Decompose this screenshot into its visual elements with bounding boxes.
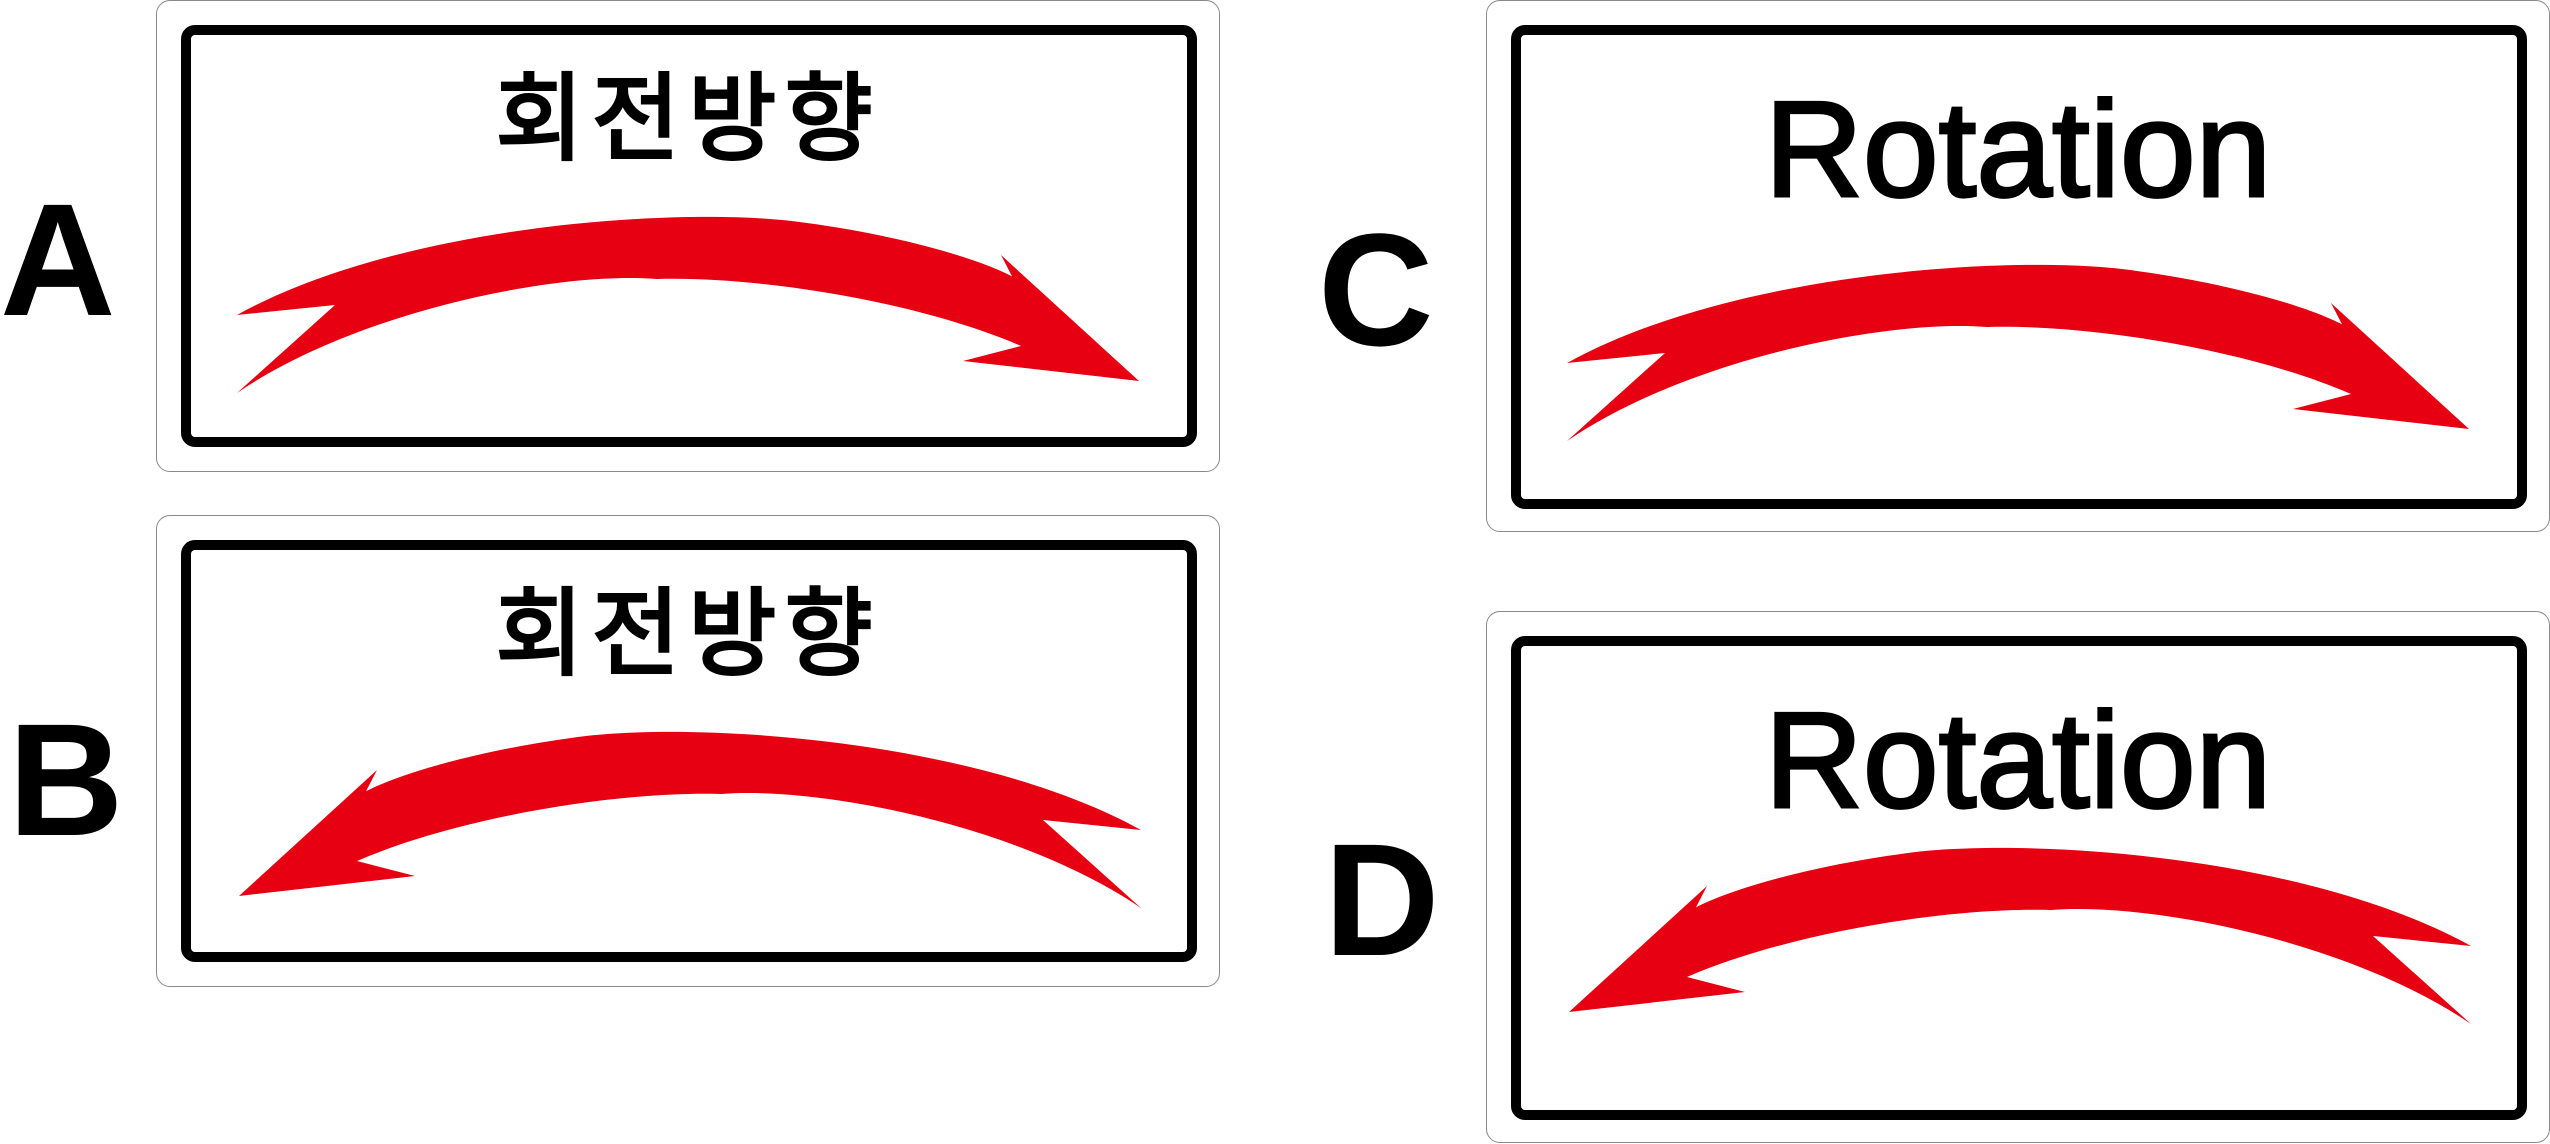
sign-a-arrow-right-icon xyxy=(237,216,1139,393)
option-label-d: D xyxy=(1324,810,1440,989)
option-label-b: B xyxy=(8,690,124,869)
sign-b-arrow-left-icon xyxy=(239,731,1141,908)
sign-b-title: 회전방향 xyxy=(495,578,881,690)
option-label-c: C xyxy=(1318,200,1434,379)
sign-d: Rotation xyxy=(1486,611,2550,1143)
sign-d-arrow-left-icon xyxy=(1569,847,2471,1024)
sign-a-title: 회전방향 xyxy=(495,63,881,175)
option-label-a: A xyxy=(0,170,116,349)
sign-a: 회전방향 xyxy=(156,0,1220,472)
sign-c-arrow-right-icon xyxy=(1567,264,2469,441)
sign-d-title: Rotation xyxy=(1763,684,2273,836)
sign-b: 회전방향 xyxy=(156,515,1220,987)
sign-c-title: Rotation xyxy=(1763,73,2273,225)
sign-c: Rotation xyxy=(1486,0,2550,532)
